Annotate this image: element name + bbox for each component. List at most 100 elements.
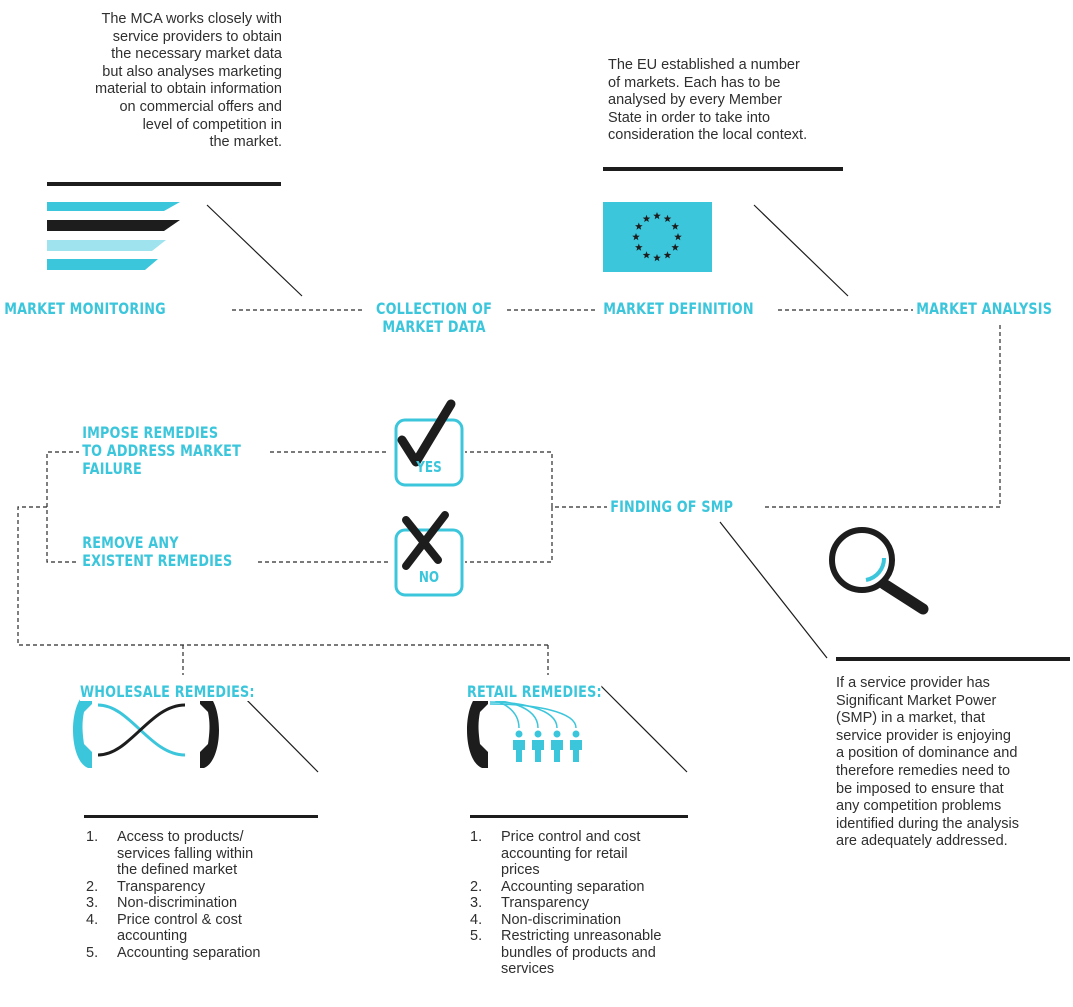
person-icon	[572, 730, 580, 738]
smp-divider	[836, 657, 1070, 661]
smp-description-line: If a service provider has	[836, 675, 990, 691]
checkmark-icon	[397, 399, 456, 467]
monitoring-description-line: but also analyses marketing	[102, 63, 282, 80]
retail-divider	[470, 815, 688, 818]
retail-remedy-item-number: 5.	[470, 928, 483, 944]
monitoring-description-line: The MCA works closely with	[101, 11, 283, 27]
retail-remedy-item-text: Price control and cost	[501, 829, 641, 845]
smp-description-line: therefore remedies need to	[836, 762, 1011, 779]
eu-star-icon	[653, 254, 661, 262]
eu-star-icon	[642, 251, 651, 259]
pointer-retail	[599, 684, 688, 773]
no-label: NO	[418, 568, 440, 586]
monitoring-description-line: the necessary market data	[111, 46, 282, 63]
person-icon	[570, 740, 582, 762]
yes-badge	[394, 399, 464, 487]
wholesale-remedy-item-number: 2.	[86, 878, 99, 895]
retail-remedy-item-number: 1.	[470, 829, 483, 845]
smp-description-line: be imposed to ensure that	[836, 780, 1004, 797]
wholesale-remedy-item-number: 4.	[86, 911, 99, 928]
wholesale-divider	[84, 815, 318, 818]
retail-remedy-item: 3.Transparency	[470, 895, 710, 912]
cross-icon	[402, 511, 449, 570]
wholesale-remedy-item-text: Price control & cost	[117, 911, 242, 928]
person-icon	[515, 730, 523, 738]
eu-description-line: State in order to take into	[608, 109, 771, 126]
wholesale-remedy-item-text: the defined market	[117, 862, 238, 878]
eu-description-line: analysed by every Member	[608, 92, 783, 109]
pointer-eu	[753, 204, 849, 297]
connector-bracket-down	[17, 506, 548, 646]
no-badge	[394, 511, 464, 597]
wholesale-remedy-item-text: Accounting separation	[117, 944, 261, 961]
retail-remedy-item-number: 4.	[470, 911, 483, 928]
eu-star-icon	[642, 214, 651, 223]
wholesale-remedy-item-text: services falling within	[117, 845, 254, 862]
wholesale-remedy-item-text: Non-discrimination	[117, 895, 238, 911]
monitoring-description-line: level of competition in	[142, 116, 282, 133]
dashed-connectors	[17, 309, 1001, 675]
eu-star-icon	[663, 251, 672, 259]
person-icon	[553, 730, 561, 738]
connector-analysis-smp	[765, 325, 1001, 508]
smp-description-line: service provider is enjoying	[836, 727, 1011, 744]
eu-description-line: of markets. Each has to be	[608, 74, 781, 91]
retail-remedies-title: RETAIL REMEDIES:	[467, 682, 602, 701]
document-bars-icon	[47, 202, 180, 270]
monitoring-description-line: on commercial offers and	[119, 98, 282, 115]
node-remove-remedies: REMOVE ANY EXISTENT REMEDIES	[79, 534, 236, 570]
retail-remedy-item-text: services	[501, 961, 555, 977]
retail-wire	[489, 703, 577, 729]
node-finding-smp: FINDING OF SMP	[607, 498, 737, 516]
node-impose-remedies: IMPOSE REMEDIES TO ADDRESS MARKET FAILUR…	[79, 424, 245, 478]
wholesale-remedy-item-text: accounting	[117, 928, 188, 944]
eu-star-icon	[674, 233, 682, 241]
node-market-analysis: MARKET ANALYSIS	[913, 300, 1056, 318]
connector-smp-no	[465, 507, 553, 563]
monitoring-divider	[47, 182, 281, 186]
smp-description-line: (SMP) in a market, that	[836, 710, 986, 727]
retail-remedy-item-text: Transparency	[501, 895, 590, 911]
wholesale-remedy-item: 3. Non-discrimination	[86, 895, 316, 912]
magnifier-icon	[829, 527, 929, 615]
wholesale-remedy-item-number: 3.	[86, 895, 99, 911]
eu-flag-icon	[603, 202, 712, 272]
eu-description-line: The EU established a number	[608, 57, 800, 73]
wholesale-remedy-item: 2. Transparency	[86, 879, 316, 896]
eu-star-icon	[635, 243, 643, 251]
wholesale-remedy-item: 5. Accounting separation	[86, 945, 316, 962]
person-icon	[532, 740, 544, 762]
wholesale-remedy-item-number: 1.	[86, 829, 99, 845]
smp-description-line: Significant Market Power	[836, 692, 997, 709]
retail-remedy-item-text: Accounting separation	[501, 878, 645, 895]
retail-remedy-item-number: 2.	[470, 878, 483, 895]
pointer-smp	[719, 521, 828, 659]
bracket-remedies	[46, 451, 80, 563]
monitoring-description-line: service providers to obtain	[112, 28, 282, 45]
eu-star-icon	[653, 212, 661, 220]
wholesale-remedy-item-text: Transparency	[117, 878, 206, 895]
wholesale-remedy-item: 1. Access to products/services falling wi…	[86, 829, 316, 879]
smp-description-line: any competition problems	[836, 798, 1002, 815]
retail-remedy-item: 2. Accounting separation	[470, 879, 710, 896]
retail-remedy-item-text: accounting for retail	[501, 845, 628, 862]
person-icon	[513, 740, 525, 762]
eu-divider	[603, 167, 843, 171]
eu-star-icon	[632, 233, 640, 241]
retail-phone-people-icon	[467, 692, 582, 768]
retail-remedy-item-text: Non-discrimination	[501, 911, 622, 928]
monitoring-description-line: the market.	[209, 134, 282, 151]
connector-smp-yes	[465, 451, 608, 508]
wholesale-remedy-item-number: 5.	[86, 944, 99, 961]
diagonal-pointers	[206, 204, 849, 773]
pointer-monitoring	[206, 204, 303, 297]
eu-description-line: consideration the local context.	[608, 127, 808, 144]
wholesale-remedies-title: WHOLESALE REMEDIES:	[80, 682, 255, 701]
person-icon	[551, 740, 563, 762]
node-market-monitoring: MARKET MONITORING	[1, 300, 170, 318]
wholesale-remedy-item-text: Access to products/	[117, 829, 244, 845]
